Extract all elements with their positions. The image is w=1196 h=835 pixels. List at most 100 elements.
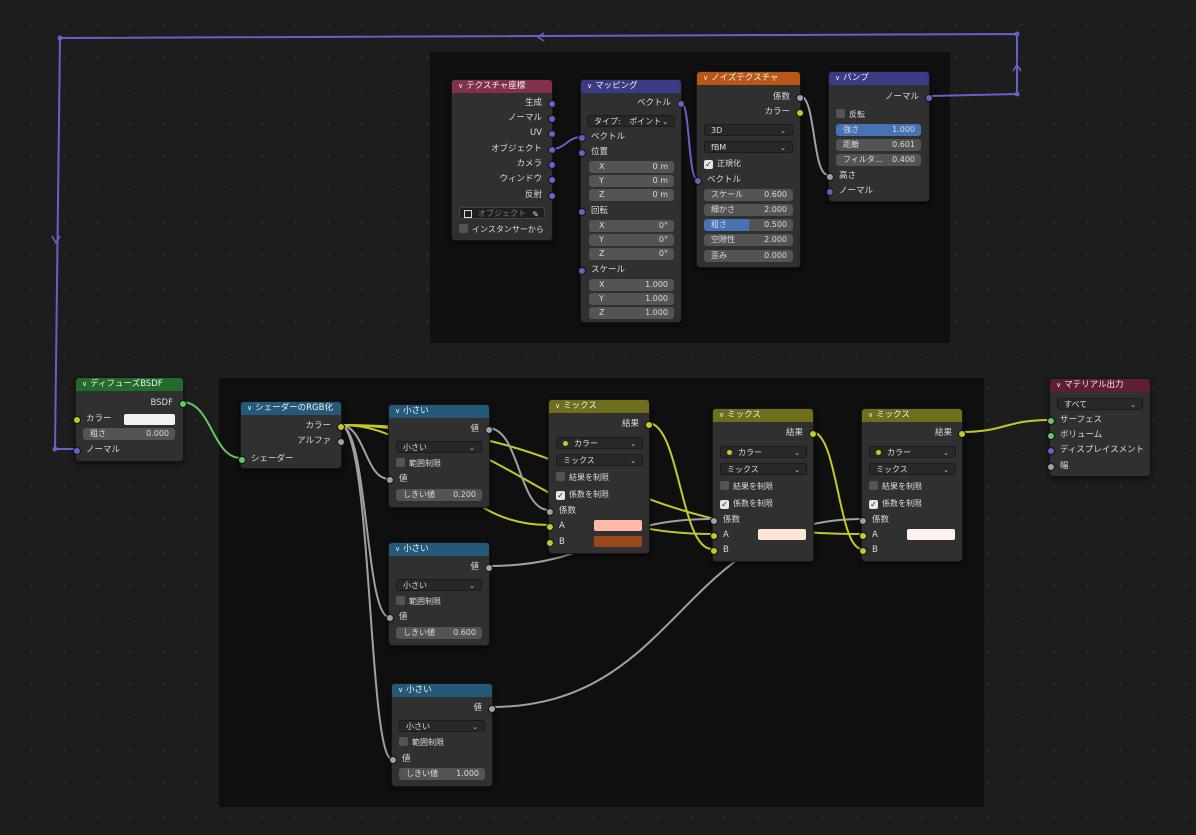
mix-a-color-swatch[interactable] — [907, 529, 955, 540]
node-header[interactable]: ∨ノイズテクスチャ — [697, 72, 800, 85]
socket-input[interactable] — [858, 547, 867, 555]
socket-output[interactable] — [547, 146, 556, 154]
checkbox-icon[interactable] — [396, 458, 405, 467]
chevron-down-icon[interactable]: ∨ — [835, 74, 841, 82]
socket-output[interactable] — [644, 421, 653, 429]
node-mix-3[interactable]: ∨ミックス 結果 カラー⌄ ミックス⌄ 結果を制限 ✓係数を制限 係数 A B — [858, 408, 966, 562]
socket-output[interactable] — [178, 400, 187, 408]
data-type-dropdown[interactable]: カラー⌄ — [720, 446, 807, 458]
chevron-down-icon[interactable]: ∨ — [703, 74, 709, 82]
socket-input[interactable] — [1046, 447, 1055, 455]
checkbox-icon[interactable] — [720, 481, 729, 490]
checkmark-icon[interactable]: ✓ — [556, 491, 565, 500]
target-dropdown[interactable]: すべて⌄ — [1057, 398, 1143, 410]
clamp-factor-checkbox[interactable]: ✓係数を制限 — [869, 499, 922, 509]
socket-output[interactable] — [484, 426, 493, 434]
checkmark-icon[interactable]: ✓ — [720, 500, 729, 509]
socket-output[interactable] — [484, 564, 493, 572]
socket-input[interactable] — [385, 614, 394, 622]
mix-a-color-swatch[interactable] — [758, 529, 806, 540]
filter-width-field[interactable]: フィルタ...0.400 — [836, 154, 921, 166]
socket-input[interactable] — [545, 523, 554, 531]
socket-output[interactable] — [924, 94, 933, 102]
mix-a-color-swatch[interactable] — [594, 520, 642, 531]
checkbox-icon[interactable] — [556, 472, 565, 481]
socket-input[interactable] — [709, 532, 718, 540]
node-header[interactable]: ∨ミックス — [862, 409, 962, 422]
clamp-result-checkbox[interactable]: 結果を制限 — [720, 481, 773, 493]
clamp-factor-checkbox[interactable]: ✓係数を制限 — [556, 490, 609, 500]
socket-input[interactable] — [577, 149, 586, 157]
socket-input[interactable] — [693, 177, 702, 185]
diffuse-color-swatch[interactable] — [124, 414, 175, 425]
checkbox-icon[interactable] — [399, 737, 408, 746]
socket-input[interactable] — [545, 539, 554, 547]
clamp-result-checkbox[interactable]: 結果を制限 — [556, 472, 609, 484]
operation-dropdown[interactable]: 小さい⌄ — [396, 441, 482, 453]
mapping-type-dropdown[interactable]: タイプ: ポイント⌄ — [587, 115, 675, 127]
chevron-down-icon[interactable]: ∨ — [395, 407, 401, 415]
node-texture-coordinate[interactable]: ∨テクスチャ座標 生成 ノーマル UV オブジェクト カメラ ウィンドウ 反射 … — [451, 79, 556, 241]
object-field[interactable]: オブジェクト✎ — [459, 207, 545, 219]
chevron-down-icon[interactable]: ∨ — [719, 411, 725, 419]
node-header[interactable]: ∨小さい — [392, 684, 492, 697]
socket-input[interactable] — [709, 517, 718, 525]
socket-output[interactable] — [336, 438, 345, 446]
node-header[interactable]: ∨マテリアル出力 — [1050, 379, 1150, 392]
node-header[interactable]: ∨小さい — [389, 405, 489, 418]
socket-input[interactable] — [545, 508, 554, 516]
node-shader-to-rgb[interactable]: ∨シェーダーのRGB化 カラー アルファ シェーダー — [237, 401, 345, 469]
socket-input[interactable] — [577, 208, 586, 216]
node-header[interactable]: ∨小さい — [389, 543, 489, 556]
socket-input[interactable] — [709, 547, 718, 555]
checkbox-icon[interactable] — [459, 224, 468, 233]
operation-dropdown[interactable]: 小さい⌄ — [396, 579, 482, 591]
socket-output[interactable] — [957, 430, 966, 438]
data-type-dropdown[interactable]: カラー⌄ — [869, 446, 956, 458]
checkmark-icon[interactable]: ✓ — [869, 500, 878, 509]
socket-output[interactable] — [547, 176, 556, 184]
socket-output[interactable] — [336, 423, 345, 431]
node-header[interactable]: ∨ミックス — [713, 409, 813, 422]
socket-output[interactable] — [547, 115, 556, 123]
data-type-dropdown[interactable]: カラー⌄ — [556, 437, 643, 449]
node-header[interactable]: ∨ディフューズBSDF — [76, 378, 183, 391]
socket-input[interactable] — [577, 267, 586, 275]
socket-input[interactable] — [1046, 432, 1055, 440]
socket-input[interactable] — [385, 476, 394, 484]
socket-input[interactable] — [72, 416, 81, 424]
socket-output[interactable] — [547, 130, 556, 138]
noise-type-dropdown[interactable]: fBM⌄ — [704, 141, 793, 153]
mix-b-color-swatch[interactable] — [594, 536, 642, 547]
operation-dropdown[interactable]: 小さい⌄ — [399, 720, 485, 732]
node-header[interactable]: ∨マッピング — [581, 80, 681, 93]
socket-input[interactable] — [1046, 463, 1055, 471]
checkmark-icon[interactable]: ✓ — [704, 160, 713, 169]
node-mix-1[interactable]: ∨ミックス 結果 カラー⌄ ミックス⌄ 結果を制限 ✓係数を制限 係数 A B — [545, 399, 653, 554]
node-noise-texture[interactable]: ∨ノイズテクスチャ 係数 カラー 3D⌄ fBM⌄ ✓正規化 ベクトル スケール… — [693, 71, 804, 268]
chevron-down-icon[interactable]: ∨ — [1056, 381, 1062, 389]
socket-input[interactable] — [237, 456, 246, 464]
checkbox-icon[interactable] — [396, 596, 405, 605]
chevron-down-icon[interactable]: ∨ — [82, 380, 88, 388]
node-header[interactable]: ∨バンプ — [829, 72, 929, 85]
chevron-down-icon[interactable]: ∨ — [868, 411, 874, 419]
chevron-down-icon[interactable]: ∨ — [555, 402, 561, 410]
clamp-result-checkbox[interactable]: 結果を制限 — [869, 481, 922, 493]
chevron-down-icon[interactable]: ∨ — [398, 686, 404, 694]
